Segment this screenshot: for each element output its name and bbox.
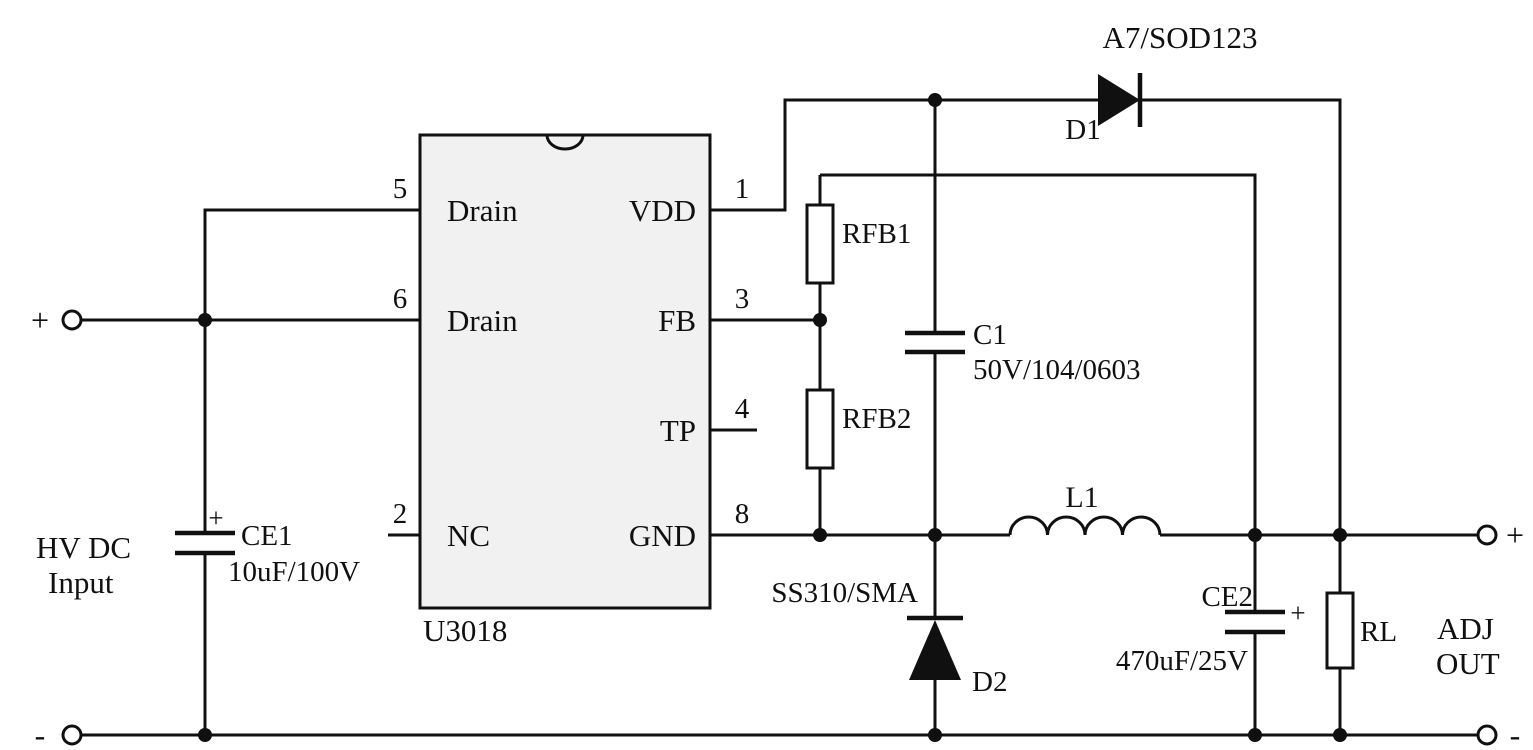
pin-number-4: 4 (735, 393, 750, 425)
ic-notch (545, 134, 585, 151)
rl-ref-label: RL (1360, 616, 1397, 648)
pin-label-fb: FB (658, 303, 696, 338)
input-plus-terminal (61, 309, 83, 331)
junction-dot (1248, 528, 1262, 542)
ce1-polarity-sign: + (208, 503, 223, 533)
l1-coils (1008, 515, 1162, 536)
resistor-rfb2: RFB2 (805, 388, 911, 470)
rfb1-ref-label: RFB1 (842, 218, 911, 250)
output-name-line1: ADJ (1437, 611, 1494, 646)
output-plus-sign: + (1506, 517, 1524, 553)
junction-dot (928, 728, 942, 742)
junction-dot (813, 313, 827, 327)
pin-number-8: 8 (735, 498, 750, 530)
junction-dot (198, 313, 212, 327)
ce1-ref-label: CE1 (241, 520, 293, 552)
pin-number-2: 2 (393, 498, 408, 530)
wire-feedback-line (820, 173, 1257, 535)
input-terminals: + - HV DC Input (31, 302, 131, 750)
ic-u3018: 5 6 2 1 3 4 8 Drain Drain NC VDD FB TP G… (393, 133, 750, 648)
junction-dot (1333, 728, 1347, 742)
diode-d2: SS310/SMA D2 (771, 577, 1007, 698)
d1-ref-label: D1 (1065, 114, 1100, 146)
c1-value-label: 50V/104/0603 (973, 354, 1141, 386)
output-minus-sign: - (1510, 717, 1521, 750)
wire-vdd-top-rail (710, 98, 1342, 535)
junction-dots (198, 93, 1347, 742)
ce2-value-label: 470uF/25V (1116, 645, 1248, 677)
pin-number-5: 5 (393, 173, 408, 205)
rfb2-ref-label: RFB2 (842, 403, 911, 435)
ic-ref-label: U3018 (423, 613, 507, 648)
junction-dot (198, 728, 212, 742)
input-plus-sign: + (31, 302, 49, 338)
junction-dot (813, 528, 827, 542)
d1-triangle (1098, 74, 1140, 126)
junction-dot (1333, 528, 1347, 542)
capacitor-ce1: + CE1 10uF/100V (175, 503, 360, 588)
wires (81, 98, 1478, 737)
d2-ref-label: D2 (972, 666, 1007, 698)
junction-dot (928, 528, 942, 542)
inductor-l1: L1 (1008, 481, 1162, 536)
ce1-value-label: 10uF/100V (228, 556, 360, 588)
rfb2-body (805, 388, 835, 470)
pin-label-drain-5: Drain (447, 193, 518, 228)
resistor-rl: RL (1325, 591, 1397, 670)
output-terminals: + - ADJ OUT (1436, 517, 1524, 750)
junction-dot (1248, 728, 1262, 742)
ce2-polarity-sign: + (1290, 598, 1305, 628)
output-name-line2: OUT (1436, 646, 1500, 681)
rfb1-body (805, 203, 835, 285)
input-name-line2: Input (48, 565, 114, 600)
output-minus-terminal (1476, 724, 1498, 746)
capacitor-ce2: CE2 + 470uF/25V (1116, 581, 1306, 677)
ce2-ref-label: CE2 (1201, 581, 1253, 613)
pin-label-tp: TP (660, 413, 696, 448)
wire-input-left-net (81, 208, 420, 735)
pin-label-gnd: GND (629, 518, 696, 553)
rl-body (1325, 591, 1355, 670)
c1-ref-label: C1 (973, 319, 1007, 351)
resistor-rfb1: RFB1 (805, 203, 911, 285)
pin-label-vdd: VDD (629, 193, 696, 228)
l1-ref-label: L1 (1065, 481, 1098, 514)
pin-number-6: 6 (393, 283, 408, 315)
d2-triangle (909, 620, 961, 680)
d1-part-label: A7/SOD123 (1102, 20, 1257, 55)
output-plus-terminal (1476, 524, 1498, 546)
ic-body (418, 133, 712, 610)
pin-label-nc: NC (447, 518, 490, 553)
input-minus-terminal (61, 724, 83, 746)
input-name-line1: HV DC (36, 530, 131, 565)
diode-d1: A7/SOD123 D1 (1065, 20, 1257, 146)
capacitor-c1: C1 50V/104/0603 (905, 319, 1141, 386)
junction-dot (928, 93, 942, 107)
input-minus-sign: - (35, 717, 46, 750)
pin-number-3: 3 (735, 283, 750, 315)
pin-label-drain-6: Drain (447, 303, 518, 338)
d2-part-label: SS310/SMA (771, 577, 918, 609)
pin-number-1: 1 (735, 173, 750, 205)
